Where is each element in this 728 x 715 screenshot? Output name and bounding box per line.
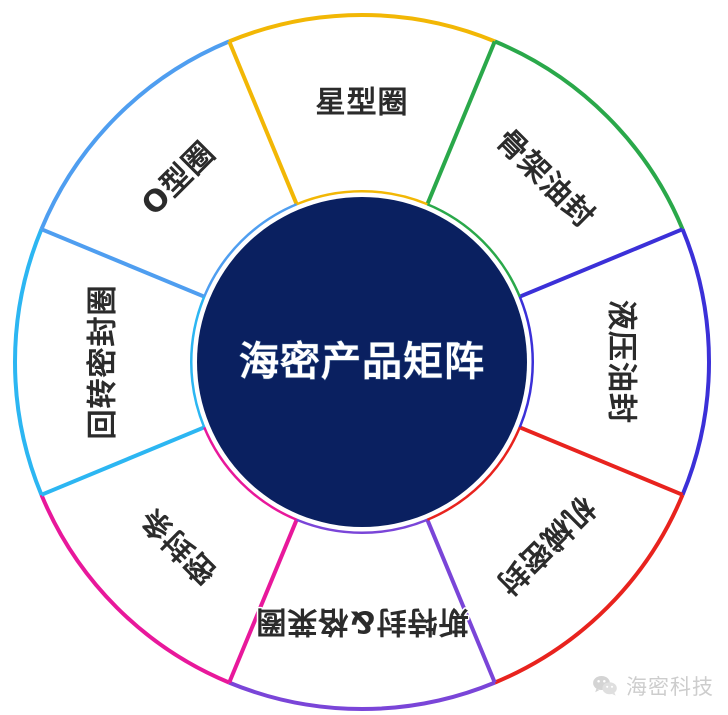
segment-divider [425, 40, 497, 206]
segment-label: O型圈 [135, 135, 222, 222]
segment-outer-arc [228, 680, 496, 712]
segment-inner-arc [426, 426, 521, 521]
segment-inner-arcs [190, 190, 534, 534]
segment-inner-arc [517, 296, 534, 428]
segment-inner-arc [190, 296, 207, 428]
segment-label: 斯特封&格莱圈 [255, 604, 468, 639]
segment-label: 回转密封圈 [86, 285, 121, 440]
segment-outer-arcs [12, 12, 712, 712]
segment-outer-arc [680, 228, 712, 496]
segment-divider [40, 227, 206, 299]
segment-outer-arc [12, 228, 44, 496]
segment-label: 液压油封 [604, 300, 639, 424]
segment-inner-arc [203, 203, 298, 298]
segment-divider [40, 425, 206, 497]
segment-dividers [40, 40, 684, 684]
segment-divider [227, 40, 299, 206]
segment-divider [425, 518, 497, 684]
segment-inner-arc [203, 426, 298, 521]
segment-outer-arc [39, 494, 230, 685]
watermark-text: 海密科技 [626, 675, 714, 699]
segment-inner-arc [296, 190, 428, 207]
segment-label: 骨架油封 [489, 123, 601, 235]
segment-outer-arc [494, 494, 685, 685]
segment-label: 密封条 [134, 500, 225, 591]
segment-inner-arc [426, 203, 521, 298]
segment-divider [518, 227, 684, 299]
segment-outer-arc [39, 39, 230, 230]
segment-outer-arc [494, 39, 685, 230]
segment-outer-arc [228, 12, 496, 44]
center-label: 海密产品矩阵 [239, 339, 485, 385]
segment-divider [518, 425, 684, 497]
wechat-icon [592, 675, 618, 697]
segment-label: 星型圈 [316, 86, 409, 121]
segment-divider [227, 518, 299, 684]
hub-circle [197, 197, 527, 527]
segment-inner-arc [296, 517, 428, 534]
watermark: 海密科技 [592, 671, 714, 701]
hub-outline [192, 192, 532, 532]
segment-label: 机械密封 [489, 489, 601, 601]
